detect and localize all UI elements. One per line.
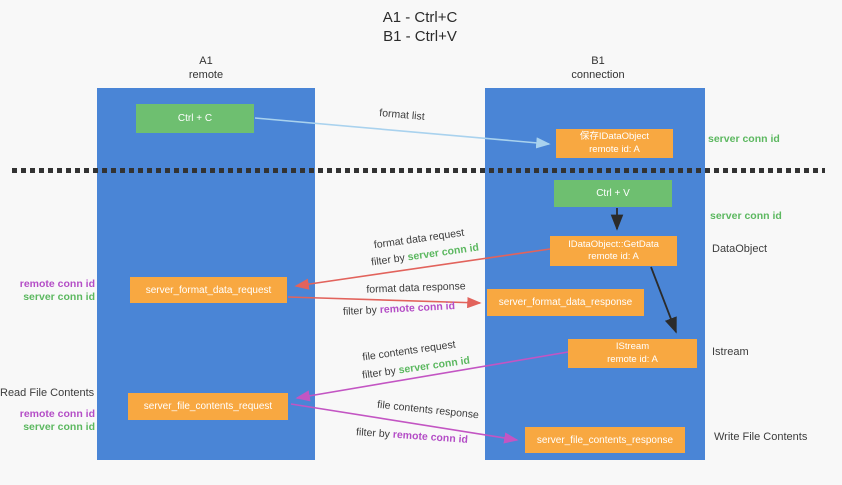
server-conn-id-annotation: server conn id [23, 421, 95, 433]
istream-remote-id: remote id: A [607, 353, 658, 365]
lifeline-b1-subtitle: connection [571, 69, 625, 81]
server-file-contents-request-label: server_file_contents_request [143, 401, 273, 412]
lifeline-header-b1: B1 connection [538, 54, 658, 82]
server-conn-id-annotation-mid: server conn id [710, 210, 782, 222]
ctrl-v-node: Ctrl + V [554, 180, 672, 207]
ctrl-c-label: Ctrl + C [177, 113, 213, 124]
server-format-data-request-node: server_format_data_request [130, 277, 287, 303]
save-dataobject-node: 保存IDataObject remote id: A [556, 129, 673, 158]
ctrl-v-label: Ctrl + V [596, 188, 630, 199]
ctrl-c-node: Ctrl + C [136, 104, 254, 133]
remote-conn-id-annotation: remote conn id [19, 278, 95, 290]
dataobject-annotation: DataObject [712, 243, 768, 255]
save-dataobject-title: 保存IDataObject [579, 131, 650, 142]
title-line-ctrl-v: B1 - Ctrl+V [383, 28, 457, 45]
lifeline-a1-name: A1 [199, 55, 213, 67]
format-data-request-arrow [294, 248, 551, 290]
server-conn-id-annotation: server conn id [23, 291, 95, 303]
filter-by-text: filter by [355, 426, 391, 441]
server-format-data-response-label: server_format_data_response [498, 297, 633, 308]
title-line-ctrl-c: A1 - Ctrl+C [382, 9, 458, 26]
read-file-contents-annotation: Read File Contents [0, 387, 95, 399]
conn-id-annotation-group-bottom: remote conn id server conn id [0, 408, 95, 434]
getdata-remote-id: remote id: A [588, 251, 639, 262]
istream-title: IStream [615, 341, 650, 352]
istream-node: IStream remote id: A [568, 339, 697, 368]
file-contents-request-arrow [295, 351, 569, 402]
istream-annotation: Istream [712, 346, 749, 358]
remote-conn-id-annotation: remote conn id [19, 408, 95, 420]
file-contents-response-arrow [290, 403, 519, 444]
conn-id-annotation-group-top: remote conn id server conn id [0, 278, 95, 304]
getdata-node: IDataObject::GetData remote id: A [550, 236, 677, 266]
getdata-title: IDataObject::GetData [568, 238, 659, 250]
diagram-title: A1 - Ctrl+C B1 - Ctrl+V [300, 8, 540, 46]
lifeline-b1-name: B1 [591, 55, 605, 67]
write-file-contents-annotation: Write File Contents [714, 431, 808, 443]
server-format-data-response-node: server_format_data_response [487, 289, 644, 316]
server-format-data-request-label: server_format_data_request [145, 284, 272, 296]
session-divider-dotted-line [12, 168, 825, 173]
filter-by-text: filter by [342, 304, 378, 318]
server-conn-id-annotation-top: server conn id [708, 133, 780, 145]
server-file-contents-request-node: server_file_contents_request [128, 393, 288, 420]
format-list-arrow [254, 117, 551, 149]
format-data-response-arrow [287, 296, 482, 309]
save-dataobject-remote-id: remote id: A [589, 143, 640, 155]
server-file-contents-response-node: server_file_contents_response [525, 427, 685, 453]
lifeline-a1-subtitle: remote [188, 69, 224, 81]
server-file-contents-response-label: server_file_contents_response [536, 434, 674, 446]
lifeline-header-a1: A1 remote [146, 54, 266, 82]
getdata-to-istream-arrow [650, 266, 677, 334]
